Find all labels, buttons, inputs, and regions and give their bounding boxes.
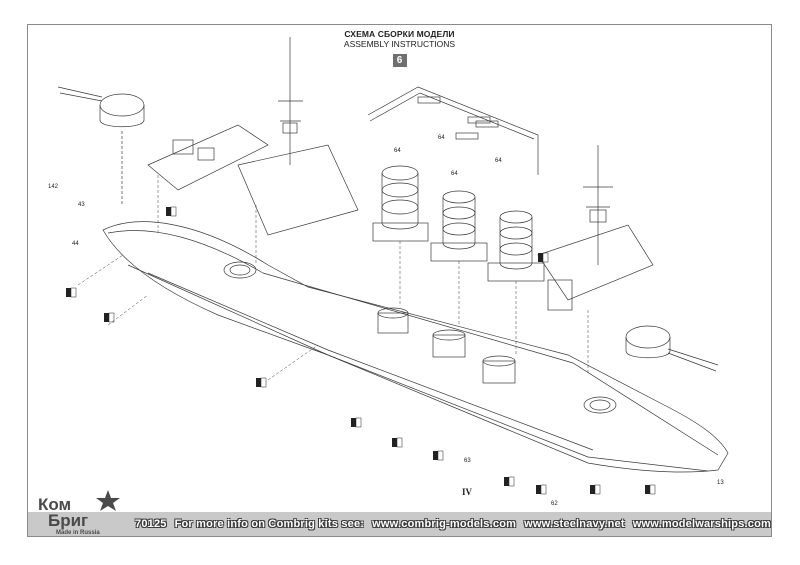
item-number: 70125 (135, 518, 167, 530)
fore-bridge (147, 124, 269, 191)
logo-bottom-text: Бриг (48, 511, 88, 530)
hull-waterline (127, 264, 709, 472)
funnel-2 (430, 190, 488, 262)
label-13: 13 (717, 480, 724, 486)
url-modelwarships[interactable]: www.modelwarships.com (632, 518, 771, 530)
hull-outline (102, 221, 729, 473)
label-64b: 64 (438, 135, 445, 141)
label-43: 43 (78, 202, 85, 208)
logo-tagline: Made in Russia (56, 530, 100, 536)
label-64c: 64 (451, 171, 458, 177)
label-142: 142 (48, 184, 59, 190)
funnel-3 (487, 210, 545, 282)
turret-ring-aft (583, 396, 617, 414)
title-russian: СХЕМА СБОРКИ МОДЕЛИ (344, 29, 455, 39)
url-steelnavy[interactable]: www.steelnavy.net (524, 518, 625, 530)
section-label: IV (462, 487, 473, 497)
hull-deck-edge (107, 230, 719, 456)
label-44: 44 (72, 241, 79, 247)
label-62: 62 (551, 501, 558, 507)
title-english: ASSEMBLY INSTRUCTIONS (343, 39, 456, 49)
label-64d: 64 (495, 158, 502, 164)
label-63: 63 (464, 458, 471, 464)
info-text: For more info on Combrig kits see: (174, 518, 365, 530)
title-block: СХЕМА СБОРКИ МОДЕЛИ ASSEMBLY INSTRUCTION… (28, 29, 771, 68)
footer-text: 70125 For more info on Combrig kits see: w… (135, 518, 771, 530)
assembly-drawing: 142 43 44 64 64 64 64 63 62 13 IV (48, 37, 729, 507)
instruction-sheet: 142 43 44 64 64 64 64 63 62 13 IV СХЕМА … (27, 24, 772, 537)
boat-deck-frame (367, 86, 539, 175)
star-icon (96, 490, 120, 511)
logo-top-text: Ком (38, 495, 71, 514)
footer-bar: Ком Бриг Made in Russia 70125 For more in… (28, 490, 771, 536)
label-64a: 64 (394, 148, 401, 154)
ref-marker (166, 207, 171, 216)
turret-ring-fore (223, 261, 257, 279)
funnel-1 (372, 165, 429, 242)
url-combrig[interactable]: www.combrig-models.com (372, 518, 517, 530)
aft-turret (625, 325, 671, 349)
step-number: 6 (392, 54, 407, 67)
kombrig-logo: Ком Бриг Made in Russia (38, 490, 120, 536)
fore-turret (99, 93, 145, 117)
